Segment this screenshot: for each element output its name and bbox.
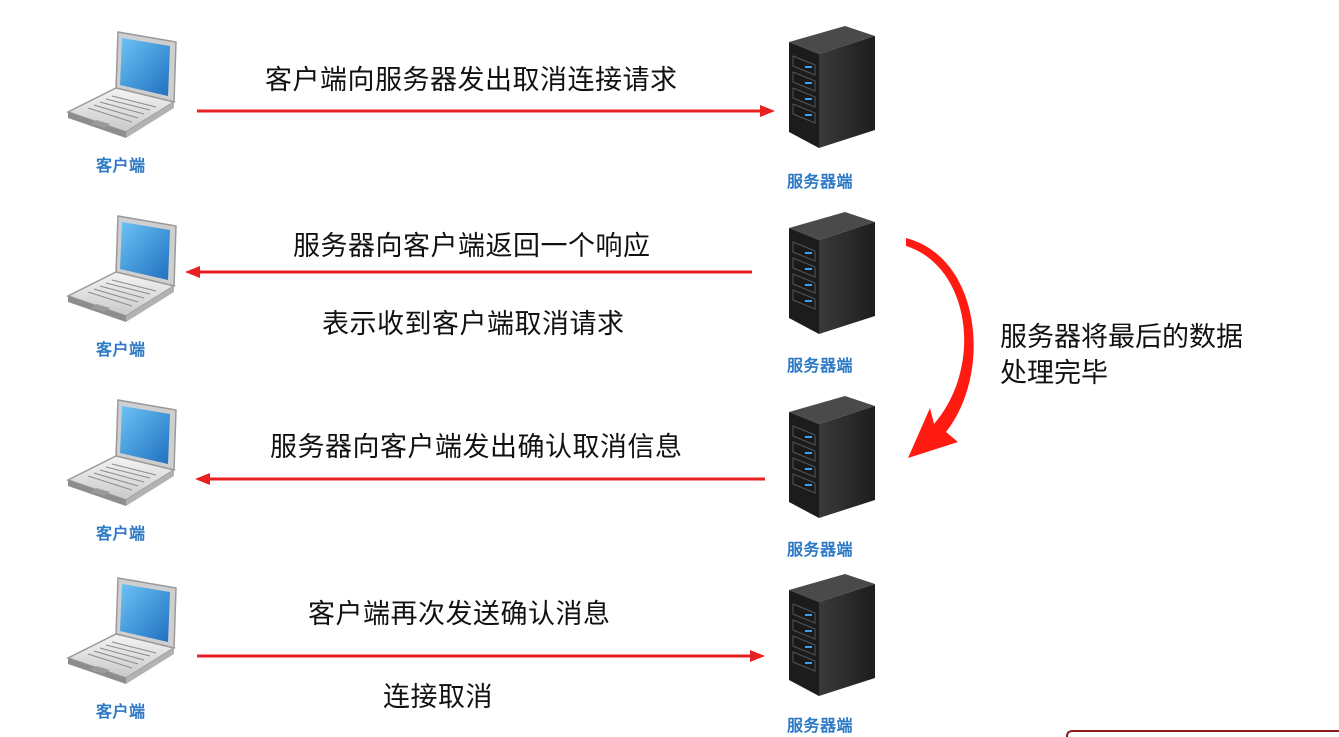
laptop-client-icon-4 [66,574,178,684]
step4-message-line2: 连接取消 [383,682,493,713]
laptop-client-icon-2 [66,212,178,322]
curved-processing-arrow [906,238,974,458]
server-icon-3 [783,392,878,520]
step1-message: 客户端向服务器发出取消连接请求 [265,65,678,96]
side-note-line2: 处理完毕 [1000,358,1108,389]
side-note-line1: 服务器将最后的数据 [1000,322,1243,353]
server-label-4: 服务器端 [787,716,854,735]
client-label-4: 客户端 [96,702,146,721]
laptop-client-icon-1 [66,28,178,138]
slide-corner-decoration [1066,730,1339,737]
arrow-server-to-client-2 [185,266,752,278]
server-icon-4 [783,570,878,698]
client-label-1: 客户端 [96,156,146,175]
step2-message-line2: 表示收到客户端取消请求 [322,309,625,340]
client-label-3: 客户端 [96,524,146,543]
server-label-3: 服务器端 [787,540,854,559]
side-note: 服务器将最后的数据 处理完毕 [1000,320,1243,392]
step3-message: 服务器向客户端发出确认取消信息 [270,432,683,463]
server-label-1: 服务器端 [787,172,854,191]
laptop-client-icon-3 [66,396,178,506]
server-label-2: 服务器端 [787,356,854,375]
step2-message-line1: 服务器向客户端返回一个响应 [293,231,651,262]
arrow-client-to-server-1 [197,105,775,117]
step4-message-line1: 客户端再次发送确认消息 [308,599,611,630]
server-icon-1 [783,22,878,150]
server-icon-2 [783,208,878,336]
arrow-server-to-client-3 [195,473,765,485]
client-label-2: 客户端 [96,340,146,359]
arrow-client-to-server-4 [197,650,765,662]
